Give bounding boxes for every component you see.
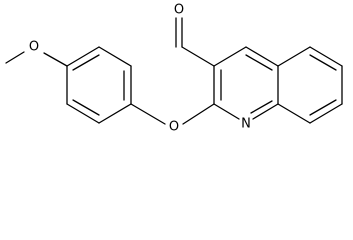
aldehyde-oxygen-label: O bbox=[174, 3, 184, 18]
aryl-ether-bond bbox=[130, 103, 166, 125]
methoxy-oxygen-label: O bbox=[29, 40, 39, 55]
quinoline-benzo-ring bbox=[277, 46, 343, 124]
chemical-structure: O O O N bbox=[5, 3, 343, 135]
methyl-bond bbox=[5, 51, 25, 64]
ring-nitrogen-label: N bbox=[241, 117, 251, 132]
quinoline-pyridine-ring bbox=[213, 46, 279, 120]
methoxyphenyl-ring bbox=[66, 46, 132, 124]
ether-oxygen-label: O bbox=[169, 120, 179, 135]
ether-quinoline-bond bbox=[182, 103, 215, 125]
formyl-bond bbox=[181, 46, 215, 67]
methoxy-ring-bond bbox=[43, 52, 68, 67]
